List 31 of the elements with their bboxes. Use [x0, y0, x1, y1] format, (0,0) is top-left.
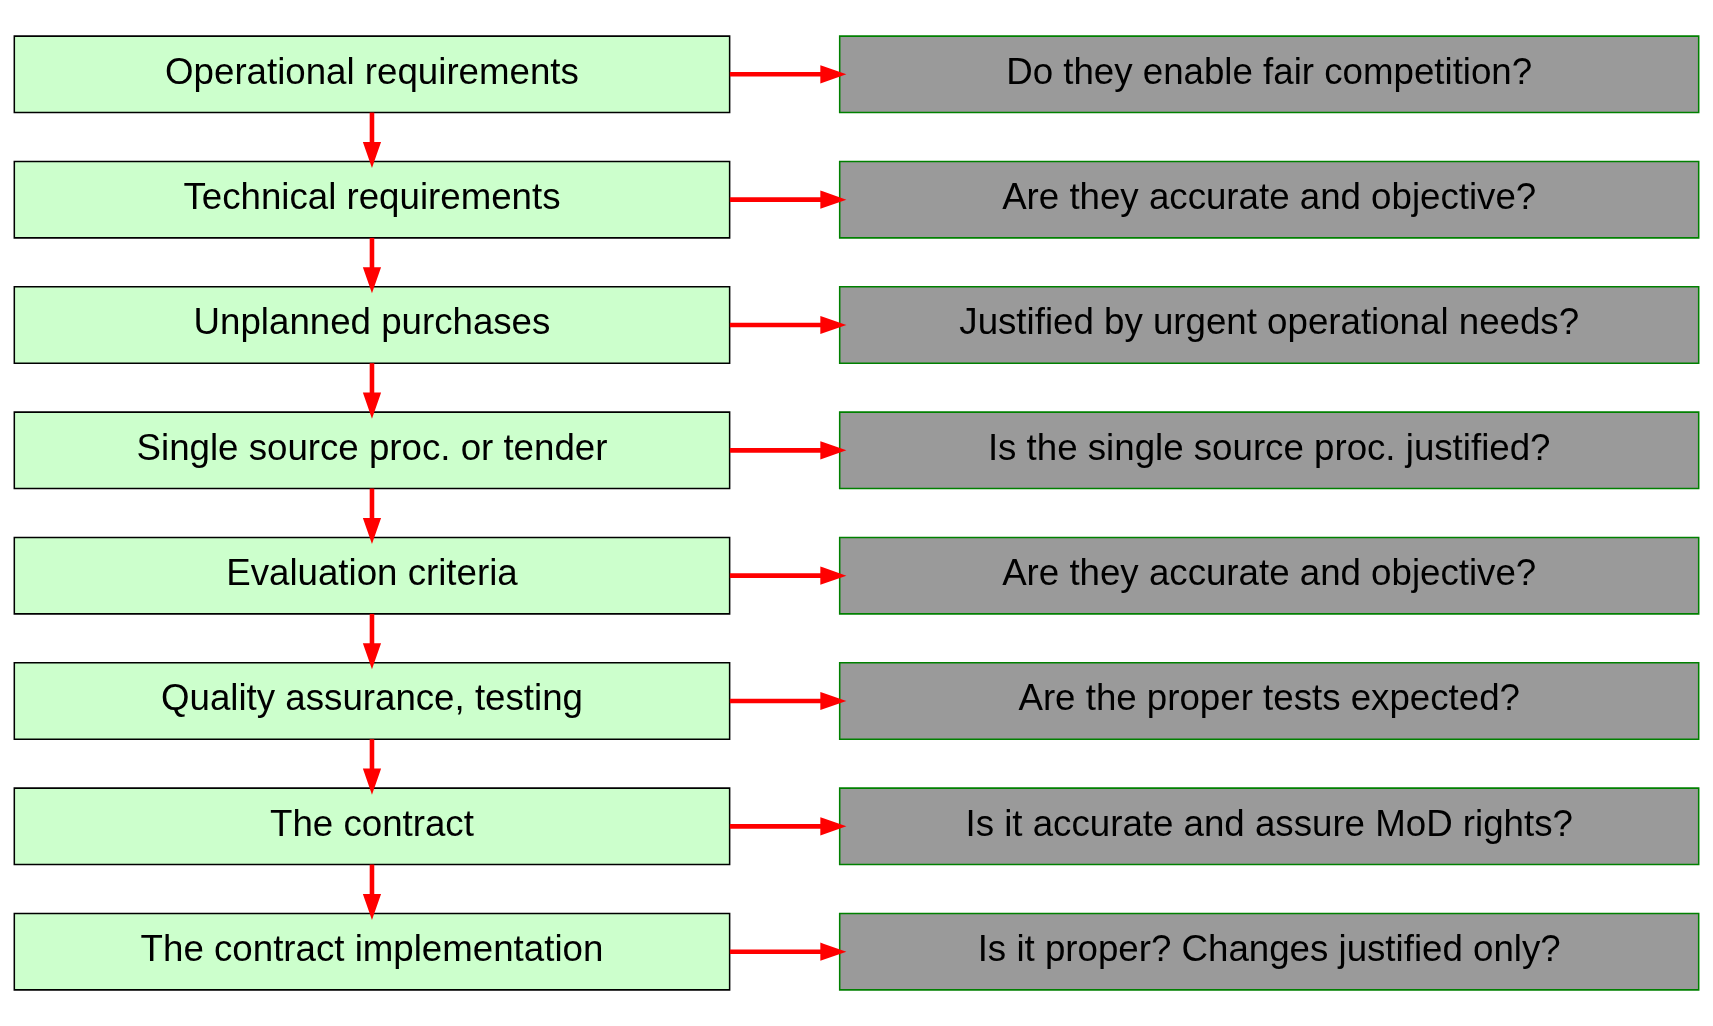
node-box: Is it accurate and assure MoD rights?	[838, 787, 1700, 866]
arrow	[729, 691, 847, 711]
arrow	[729, 441, 847, 460]
node-box: Evaluation criteria	[13, 536, 731, 615]
arrow	[729, 942, 847, 961]
node-box: Operational requirements	[13, 35, 731, 114]
arrow	[729, 817, 847, 836]
arrow	[729, 190, 847, 209]
arrow	[362, 739, 382, 795]
node-box: Technical requirements	[13, 160, 731, 239]
arrow	[362, 112, 382, 168]
node-box: The contract implementation	[13, 912, 731, 991]
node-box: Quality assurance, testing	[13, 662, 731, 740]
node-box: Single source proc. or tender	[13, 411, 731, 490]
node-box: Do they enable fair competition?	[838, 35, 1700, 114]
node-box: Are the proper tests expected?	[838, 662, 1700, 740]
node-box: Unplanned purchases	[13, 286, 731, 364]
arrow	[729, 566, 847, 585]
arrow	[362, 237, 382, 294]
node-box: Is it proper? Changes justified only?	[838, 912, 1700, 991]
arrow	[362, 363, 382, 419]
node-box: Are they accurate and objective?	[838, 536, 1700, 615]
arrow	[362, 613, 382, 670]
arrow	[729, 315, 847, 335]
arrow	[362, 864, 382, 920]
arrow	[729, 65, 847, 84]
node-box: Justified by urgent operational needs?	[838, 286, 1700, 364]
node-box: The contract	[13, 787, 731, 866]
arrow	[362, 488, 382, 544]
node-box: Are they accurate and objective?	[838, 160, 1700, 239]
node-box: Is the single source proc. justified?	[838, 411, 1700, 490]
